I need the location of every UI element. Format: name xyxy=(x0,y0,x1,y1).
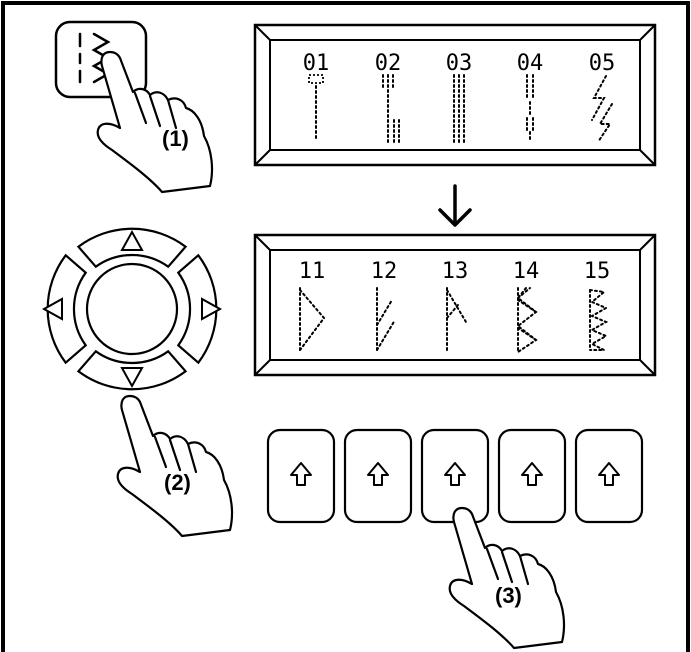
stitch-number-03: 03 xyxy=(446,51,473,76)
overlock-stitch-icon xyxy=(589,289,609,351)
select-key-4[interactable] xyxy=(497,428,567,524)
stitch-number-05: 05 xyxy=(589,51,616,76)
blanket-stitch-icon xyxy=(299,287,326,353)
step-label-2: (2) xyxy=(164,470,191,495)
cross-stitch-icon xyxy=(516,287,538,353)
stretch-straight-stitch-icon xyxy=(453,74,465,143)
step-label-3: (3) xyxy=(495,583,522,608)
pointing-hand-icon xyxy=(116,394,234,538)
arrow-up-outline-icon xyxy=(367,462,389,486)
top-lcd-display: 01 02 03 04 05 xyxy=(253,23,657,167)
triangle-down-icon xyxy=(120,367,144,389)
stitch-number-13: 13 xyxy=(442,259,469,284)
select-key-2[interactable] xyxy=(343,428,413,524)
pointing-hand-icon xyxy=(96,50,214,194)
nav-center-button[interactable] xyxy=(85,262,179,356)
feather-stitch-icon xyxy=(446,287,467,353)
select-key-5[interactable] xyxy=(574,428,644,524)
select-key-3[interactable] xyxy=(420,428,490,524)
nav-left-button[interactable] xyxy=(41,253,88,365)
stitch-number-02: 02 xyxy=(375,51,402,76)
stitch-number-01: 01 xyxy=(303,51,330,76)
triangle-right-icon xyxy=(201,297,223,321)
arrow-up-outline-icon xyxy=(444,462,466,486)
stitch-number-04: 04 xyxy=(517,51,544,76)
slant-stitch-icon xyxy=(376,287,396,353)
pointing-hand-icon xyxy=(448,506,566,650)
basting-stitch-icon xyxy=(526,74,534,143)
down-arrow-icon xyxy=(438,184,472,227)
step-label-1: (1) xyxy=(162,126,189,151)
nav-right-button[interactable] xyxy=(176,253,223,365)
stitch-number-15: 15 xyxy=(584,259,611,284)
triple-straight-stitch-icon xyxy=(382,74,400,143)
triangle-up-icon xyxy=(120,229,144,251)
stitch-number-12: 12 xyxy=(371,259,398,284)
bottom-lcd-display: 11 12 13 14 15 xyxy=(253,233,657,377)
arrow-up-outline-icon xyxy=(290,462,312,486)
selection-keys xyxy=(266,428,644,524)
straight-stitch-reverse-icon xyxy=(308,74,324,141)
arrow-up-outline-icon xyxy=(598,462,620,486)
nav-down-button[interactable] xyxy=(76,349,188,391)
select-key-1[interactable] xyxy=(266,428,336,524)
nav-up-button[interactable] xyxy=(76,227,188,269)
triangle-left-icon xyxy=(41,297,63,321)
stitch-number-14: 14 xyxy=(513,259,540,284)
navigation-pad xyxy=(41,227,223,391)
arrow-up-outline-icon xyxy=(521,462,543,486)
lightning-stitch-icon xyxy=(591,75,613,143)
stitch-number-11: 11 xyxy=(299,259,326,284)
